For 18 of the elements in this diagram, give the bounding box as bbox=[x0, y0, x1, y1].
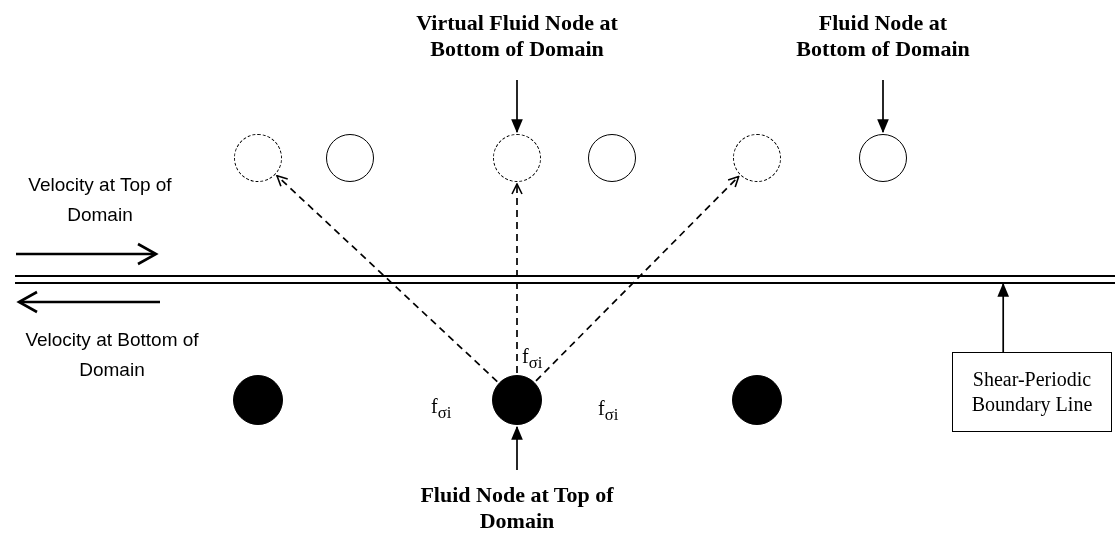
dashed-arrow bbox=[276, 174, 499, 383]
velocity-label: Velocity at Bottom of Domain bbox=[24, 328, 200, 382]
arrow bbox=[511, 425, 523, 471]
callout-text: Fluid Node at Bottom of Domain bbox=[795, 10, 971, 62]
fluid-node bbox=[233, 375, 283, 425]
arrow bbox=[997, 282, 1010, 353]
fluid-node bbox=[492, 375, 542, 425]
box-text: Shear-Periodic Boundary Line bbox=[970, 367, 1094, 417]
boundary-line bbox=[15, 275, 1115, 284]
dashed-arrow bbox=[511, 183, 523, 374]
arrow bbox=[511, 79, 523, 134]
label-box bbox=[952, 352, 1112, 432]
callout-text: Fluid Node at Top of Domain bbox=[419, 482, 615, 534]
velocity-label: Velocity at Top of Domain bbox=[27, 173, 173, 227]
fluid-node bbox=[732, 375, 782, 425]
arrow bbox=[877, 79, 889, 134]
callout-text: Virtual Fluid Node at Bottom of Domain bbox=[415, 10, 619, 62]
dashed-arrow bbox=[535, 175, 740, 382]
